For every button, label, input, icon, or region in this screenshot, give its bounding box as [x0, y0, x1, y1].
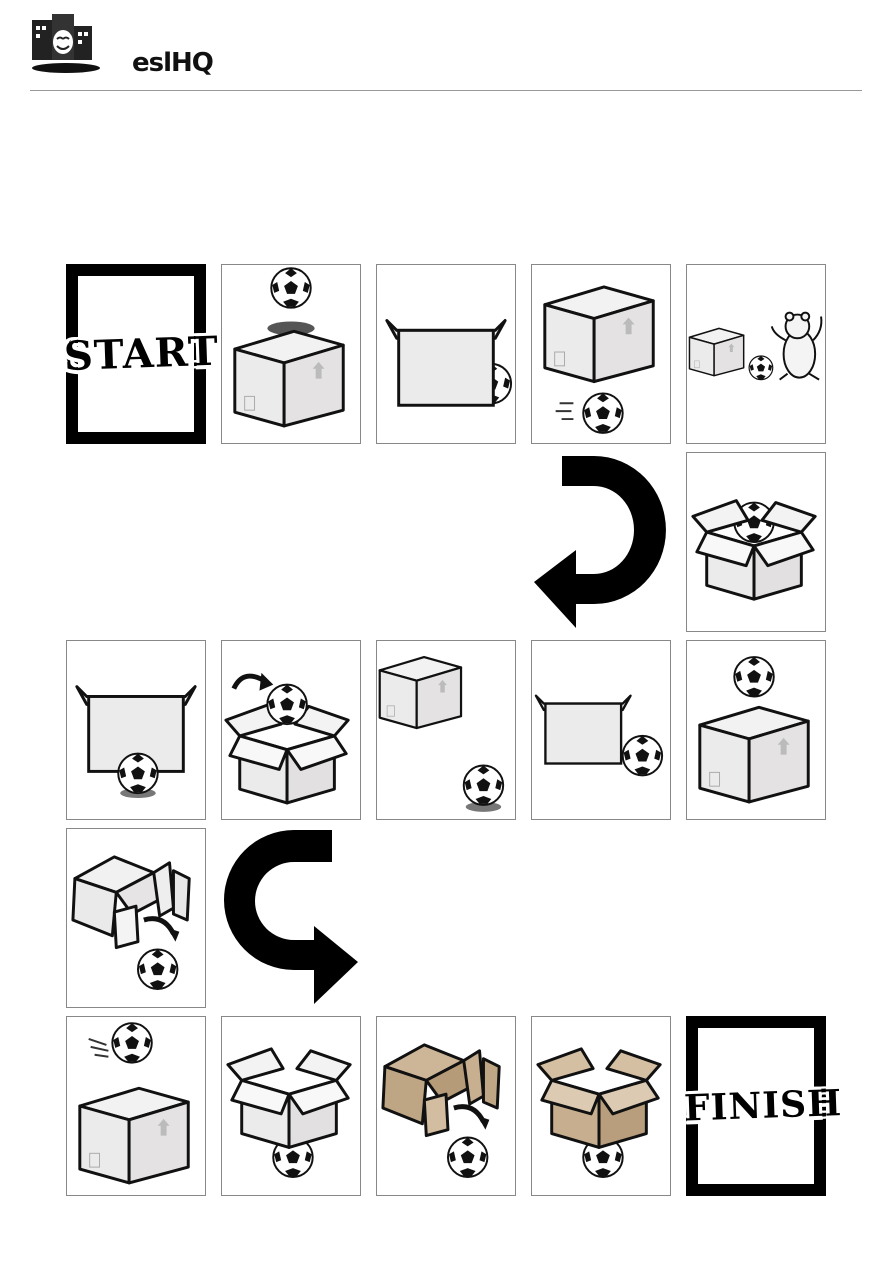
board-square-ball-next-to-box-2 [531, 640, 671, 820]
board-square-ball-in-box [686, 452, 826, 632]
board-square-ball-on-box [221, 264, 361, 444]
board-square-ball-behind-box [376, 264, 516, 444]
bear-icon [770, 311, 823, 381]
board-square-ball-under-brown-box [531, 1016, 671, 1196]
board-square-ball-into-box [221, 640, 361, 820]
finish-label: FINISH [683, 1082, 843, 1130]
finish-square: FINISH [683, 1016, 843, 1196]
board-square-ball-under-open-box [221, 1016, 361, 1196]
board-square-ball-in-front-of-box [66, 640, 206, 820]
board-square-ball-over-box [66, 1016, 206, 1196]
board-square-ball-under-box [531, 264, 671, 444]
turn-arrow-left [532, 452, 672, 632]
building-logo-icon [32, 14, 100, 73]
board-square-ball-on-box-2 [686, 640, 826, 820]
start-label: START [63, 327, 220, 380]
board-square-ball-out-of-box [66, 828, 206, 1008]
start-square: START [63, 264, 220, 444]
header-divider [30, 90, 862, 91]
turn-arrow-right [222, 830, 362, 1010]
board-square-ball-next-to-box [686, 264, 826, 444]
board-square-ball-far-from-box [376, 640, 516, 820]
board-square-ball-out-of-brown-box [376, 1016, 516, 1196]
eslhq-logo: eslHQ [30, 12, 214, 78]
brand-name: eslHQ [132, 48, 214, 78]
